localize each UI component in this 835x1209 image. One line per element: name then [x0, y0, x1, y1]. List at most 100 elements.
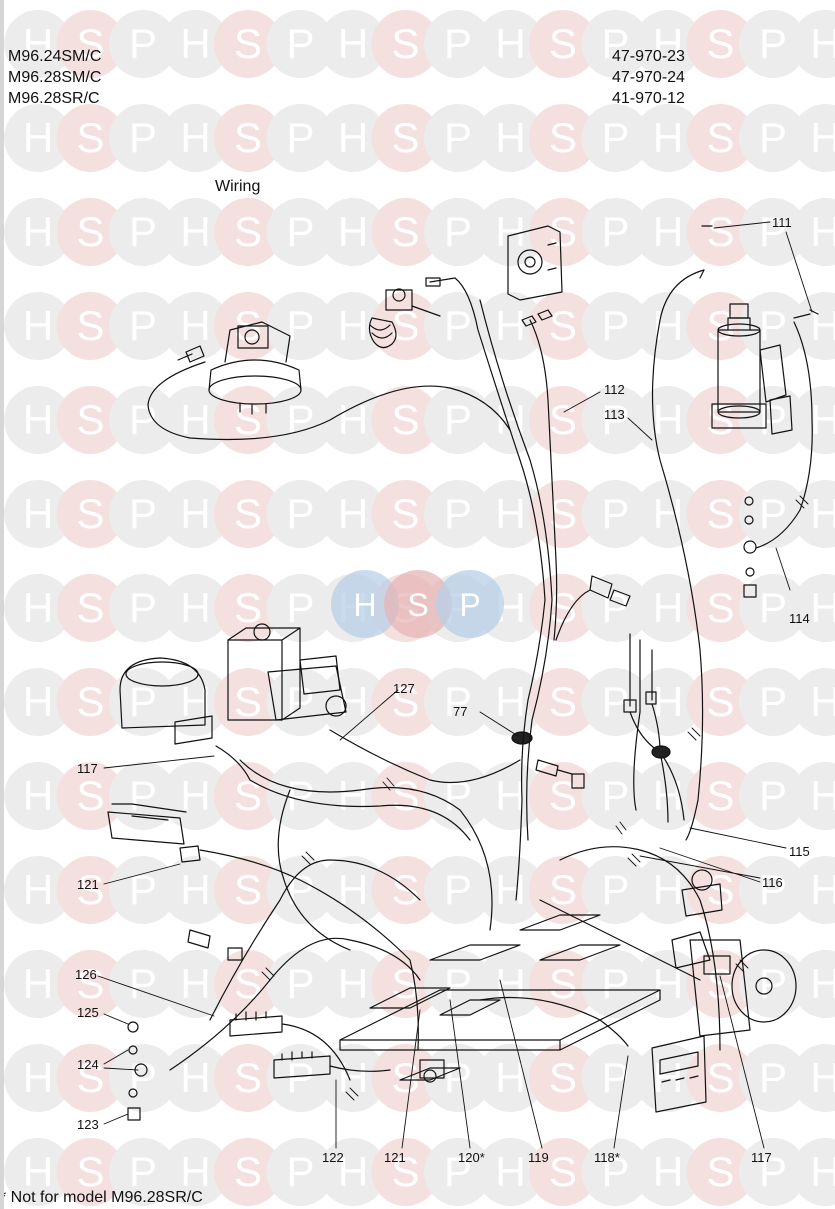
watermark-letter: P — [129, 772, 157, 819]
watermark-letter: H — [810, 302, 835, 349]
watermark-circle — [634, 1044, 702, 1112]
watermark-circle — [319, 950, 387, 1018]
watermark-letter: P — [444, 866, 472, 913]
watermark-circle — [739, 10, 807, 78]
watermark-letter: H — [23, 114, 53, 161]
watermark-letter: H — [23, 1054, 53, 1101]
electrodes — [623, 633, 657, 713]
watermark-letter: P — [129, 396, 157, 443]
watermark-circle — [791, 574, 835, 642]
watermark-circle — [56, 762, 125, 830]
watermark-letter: S — [391, 772, 419, 819]
watermark-circle — [686, 668, 755, 736]
watermark-circle — [791, 386, 835, 454]
watermark-circle — [581, 856, 650, 924]
watermark-letter: H — [653, 866, 683, 913]
watermark-circle — [476, 386, 545, 454]
watermark-letter: S — [549, 960, 577, 1007]
watermark-circle — [371, 292, 440, 360]
watermark-circle — [56, 856, 125, 924]
watermark-circle — [476, 1044, 545, 1112]
watermark-letter: H — [810, 584, 835, 631]
watermark-circle — [791, 668, 835, 736]
watermark-letter: P — [286, 866, 314, 913]
watermark-circle — [424, 856, 492, 924]
watermark-letter: H — [810, 490, 835, 537]
harness-left-b — [239, 759, 493, 931]
watermark-circle — [581, 574, 650, 642]
watermark-circle — [739, 104, 807, 172]
watermark-circle — [424, 10, 492, 78]
watermark-letter: P — [286, 208, 314, 255]
watermark-letter: S — [76, 1054, 104, 1101]
watermark-letter: H — [653, 208, 683, 255]
watermark-letter: S — [76, 1148, 104, 1195]
watermark-letter: H — [180, 960, 210, 1007]
watermark-circle — [581, 762, 650, 830]
watermark-letter: H — [338, 208, 368, 255]
watermark-circle — [161, 762, 230, 830]
watermark-circle — [791, 104, 835, 172]
watermark-circle — [476, 104, 545, 172]
watermark-circle — [371, 856, 440, 924]
watermark-circle — [109, 574, 177, 642]
watermark-circle — [109, 10, 177, 78]
watermark-letter: P — [759, 490, 787, 537]
watermark-letter: S — [549, 396, 577, 443]
watermark-letter: H — [495, 772, 525, 819]
watermark-circle — [424, 480, 492, 548]
callout-112: 112 — [604, 382, 625, 397]
watermark-circle — [214, 480, 282, 548]
watermark-letter: S — [706, 490, 734, 537]
watermark-circle — [634, 10, 702, 78]
main-pcb — [339, 914, 661, 1083]
watermark-letter: P — [444, 208, 472, 255]
watermark-circle — [791, 480, 835, 548]
watermark-letter: P — [286, 584, 314, 631]
watermark-letter: P — [286, 490, 314, 537]
watermark-circle — [56, 198, 125, 266]
watermark-circle — [424, 950, 492, 1018]
watermark-letter: S — [706, 20, 734, 67]
watermark-letter: S — [234, 114, 262, 161]
watermark-circle — [686, 480, 755, 548]
callout-125: 125 — [77, 1005, 99, 1020]
part-code-list: 47-970-23 47-970-24 41-970-12 — [612, 48, 685, 111]
watermark-circle — [424, 198, 492, 266]
callout-120: 120* — [458, 1150, 485, 1165]
watermark-circle — [161, 198, 230, 266]
hot-water-sensor — [589, 575, 631, 607]
watermark-letter: S — [391, 866, 419, 913]
watermark-circle — [214, 198, 282, 266]
watermark-letter: P — [759, 960, 787, 1007]
watermark-letter: H — [495, 20, 525, 67]
watermark-circle — [634, 292, 702, 360]
watermark-circle — [424, 386, 492, 454]
callout-117-left: 117 — [77, 761, 98, 776]
watermark-circle — [581, 480, 650, 548]
watermark-letter: H — [653, 678, 683, 725]
watermark-letter: S — [234, 1054, 262, 1101]
earth-fixings-left — [127, 1021, 148, 1121]
leader-lines — [97, 221, 813, 1149]
watermark-letter: S — [706, 114, 734, 161]
watermark-letter: P — [759, 114, 787, 161]
pressure-switch — [507, 225, 563, 327]
watermark-letter: H — [653, 302, 683, 349]
watermark-circle — [319, 856, 387, 924]
watermark-letter: S — [76, 114, 104, 161]
watermark-circle — [739, 480, 807, 548]
watermark-letter: S — [234, 866, 262, 913]
watermark-letter: H — [653, 114, 683, 161]
watermark-letter: S — [76, 866, 104, 913]
watermark-letter: S — [549, 20, 577, 67]
harness-112 — [479, 299, 553, 601]
harness-cross-1 — [209, 859, 421, 1021]
watermark-letter: H — [495, 1148, 525, 1195]
harness-122 — [199, 849, 419, 1051]
watermark-circle — [319, 10, 387, 78]
watermark-circle — [634, 198, 702, 266]
watermark-letter: S — [706, 208, 734, 255]
watermark-circle — [266, 1044, 335, 1112]
watermark-letter: S — [76, 960, 104, 1007]
